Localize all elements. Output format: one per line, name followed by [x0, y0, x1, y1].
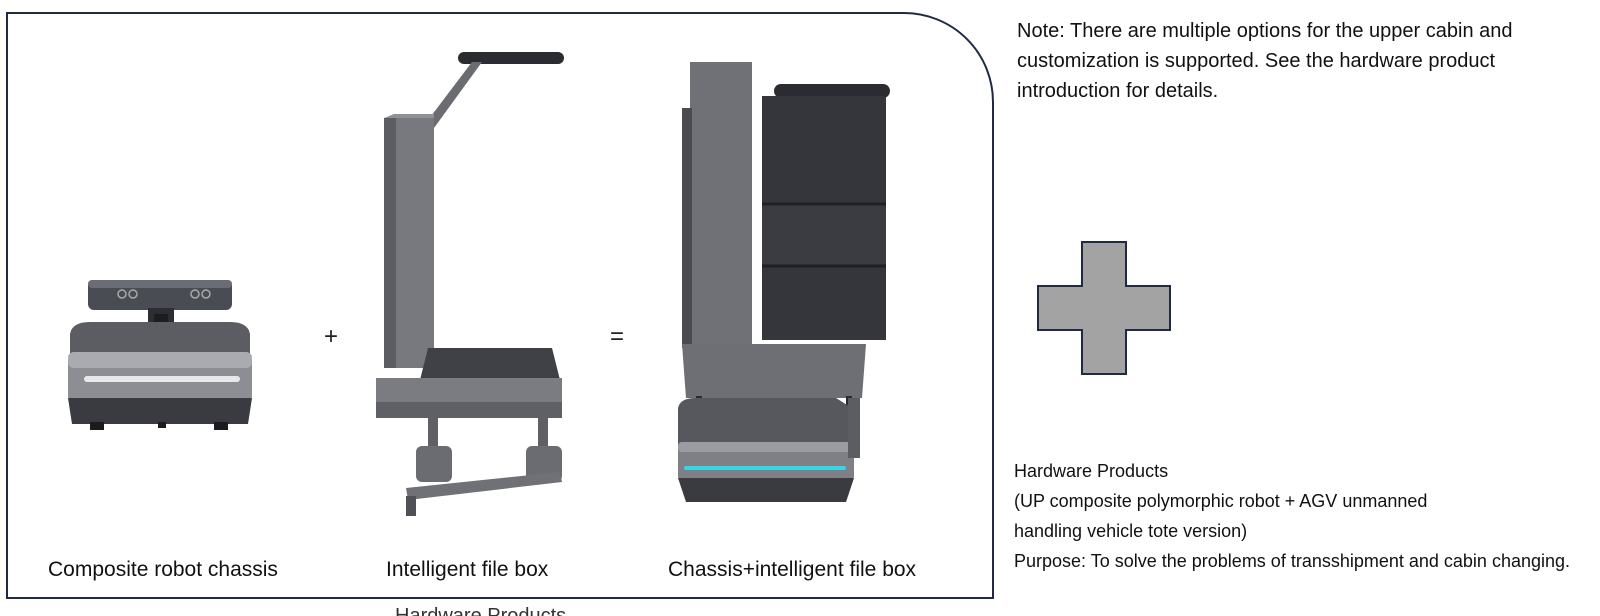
plus-icon	[1037, 241, 1171, 375]
hardware-title: Hardware Products	[1014, 461, 1169, 481]
note-text: Note: There are multiple options for the…	[1017, 20, 1513, 102]
caption-chassis-intelligent-file-box: Chassis+intelligent file box	[668, 558, 917, 581]
plus-operator: +	[324, 323, 339, 350]
equals-operator: =	[610, 323, 625, 350]
chassis-intelligent-file-box-image	[678, 62, 890, 502]
cut-off-label: Hardware Products	[395, 605, 567, 616]
hardware-purpose: Purpose: To solve the problems of transs…	[1014, 551, 1571, 571]
hardware-products-info: Hardware Products (UP composite polymorp…	[1014, 456, 1574, 576]
hardware-subtitle-line-2: handling vehicle tote version)	[1014, 521, 1248, 541]
intelligent-file-box-image	[376, 52, 564, 516]
caption-composite-robot-chassis: Composite robot chassis	[48, 558, 278, 581]
composite-robot-chassis-image	[68, 280, 252, 430]
caption-intelligent-file-box: Intelligent file box	[386, 558, 549, 581]
hardware-subtitle-line-1: (UP composite polymorphic robot + AGV un…	[1014, 491, 1428, 511]
